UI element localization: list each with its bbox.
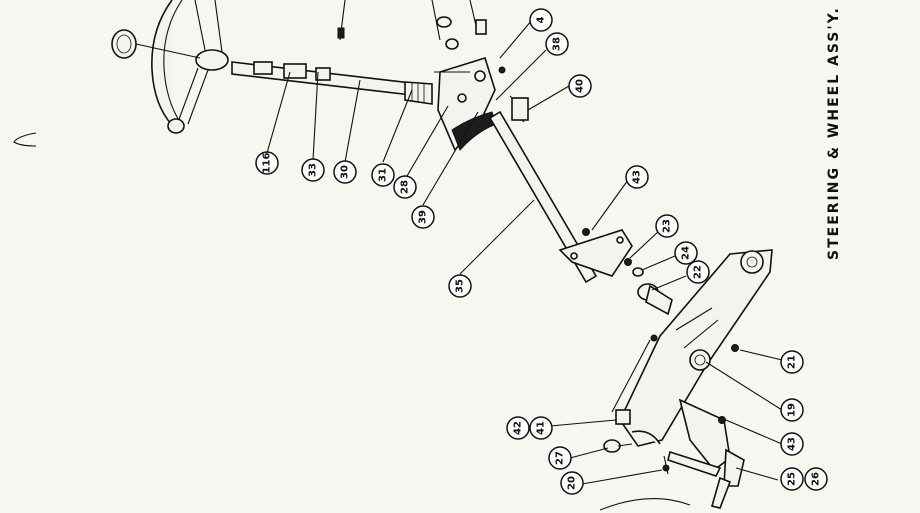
callout-25: 25 xyxy=(780,467,804,491)
edge-bracket-mark xyxy=(13,132,37,147)
callout-24: 24 xyxy=(674,241,698,265)
callout-30: 30 xyxy=(333,160,357,184)
svg-text:25: 25 xyxy=(787,472,798,486)
callout-20: 20 xyxy=(560,471,584,495)
tie-rod-linkage xyxy=(599,344,745,511)
svg-text:42: 42 xyxy=(513,421,524,435)
callout-42: 42 xyxy=(506,416,530,440)
svg-text:31: 31 xyxy=(378,168,389,182)
svg-text:116: 116 xyxy=(262,153,273,174)
callout-4: 4 xyxy=(529,8,553,32)
top-hardware xyxy=(337,0,529,123)
pinion-gear xyxy=(404,81,433,105)
steering-column-shaft xyxy=(231,61,421,97)
sector-plate xyxy=(437,56,497,152)
callout-43-bottom: 43 xyxy=(780,432,804,456)
svg-text:28: 28 xyxy=(400,180,411,194)
svg-text:43: 43 xyxy=(632,170,643,184)
callout-31: 31 xyxy=(371,163,395,187)
steering-arm xyxy=(611,249,773,447)
callout-38: 38 xyxy=(545,32,569,56)
svg-text:27: 27 xyxy=(555,451,566,465)
callout-19: 19 xyxy=(780,398,804,422)
svg-text:23: 23 xyxy=(662,219,673,233)
callout-116: 116 xyxy=(255,151,279,175)
callout-23: 23 xyxy=(655,214,679,238)
callout-21: 21 xyxy=(780,350,804,374)
callout-41: 41 xyxy=(529,416,553,440)
svg-text:38: 38 xyxy=(552,37,563,51)
callout-39: 39 xyxy=(411,205,435,229)
svg-text:4: 4 xyxy=(536,16,547,23)
svg-text:24: 24 xyxy=(681,246,692,260)
svg-text:40: 40 xyxy=(575,79,586,93)
svg-text:35: 35 xyxy=(455,279,466,293)
callout-26: 26 xyxy=(804,467,828,491)
svg-text:39: 39 xyxy=(418,210,429,224)
callout-27: 27 xyxy=(548,446,572,470)
svg-text:33: 33 xyxy=(308,163,319,177)
callout-35: 35 xyxy=(448,274,472,298)
svg-text:30: 30 xyxy=(340,165,351,179)
svg-text:19: 19 xyxy=(787,403,798,417)
spacer-hardware xyxy=(624,258,673,316)
svg-text:26: 26 xyxy=(811,472,822,486)
mounting-bracket xyxy=(558,228,633,277)
svg-text:20: 20 xyxy=(567,476,578,490)
svg-text:43: 43 xyxy=(787,437,798,451)
leader-lines xyxy=(266,19,783,485)
diagram-title: STEERING & WHEEL ASS'Y. xyxy=(826,6,842,260)
callout-40: 40 xyxy=(568,74,592,98)
callout-33: 33 xyxy=(301,158,325,182)
steering-shaft xyxy=(488,110,598,284)
callout-43-top: 43 xyxy=(625,165,649,189)
svg-text:22: 22 xyxy=(693,265,704,279)
svg-text:41: 41 xyxy=(536,421,547,435)
callout-28: 28 xyxy=(393,175,417,199)
callout-22: 22 xyxy=(686,260,710,284)
svg-text:21: 21 xyxy=(787,355,798,369)
spinner-knob xyxy=(111,29,201,59)
steering-wheel xyxy=(151,0,229,134)
